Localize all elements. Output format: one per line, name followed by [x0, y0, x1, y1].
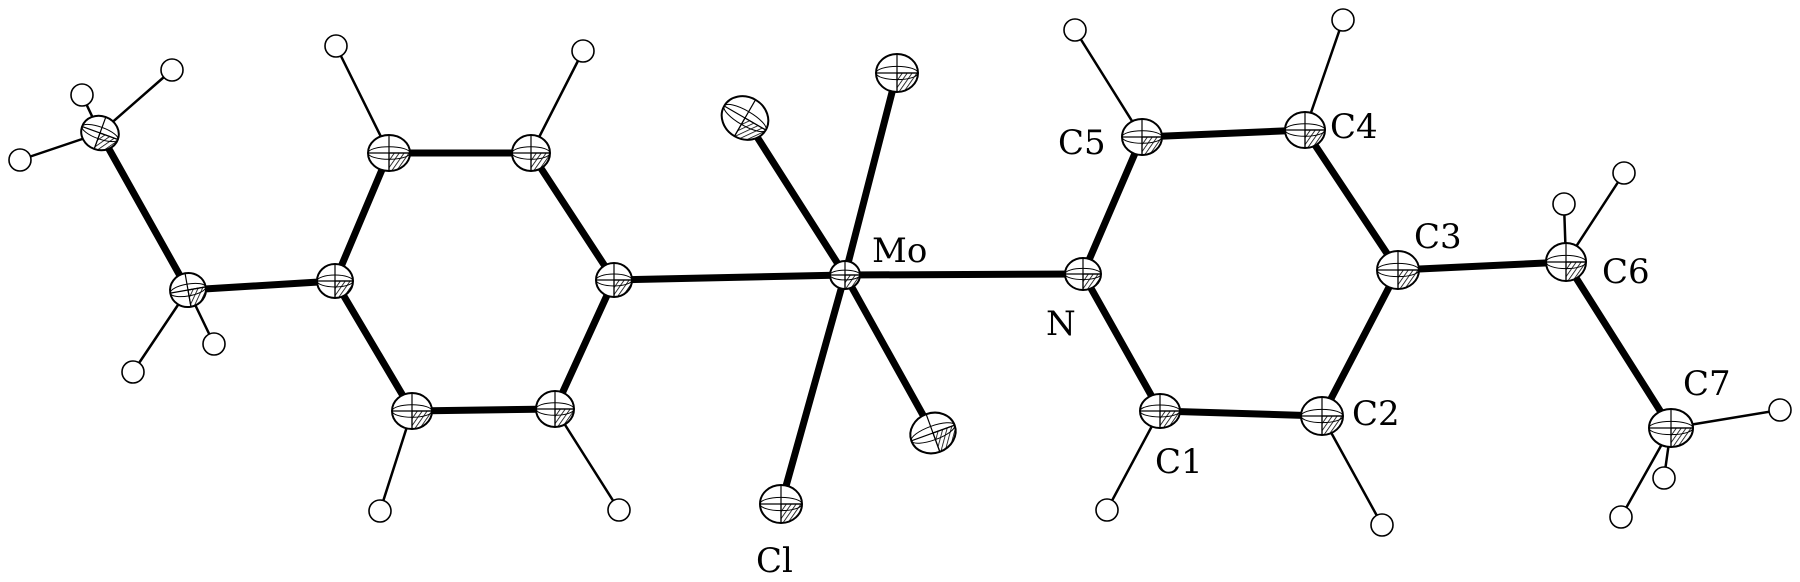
h-bond: [334, 44, 391, 155]
atom-c7: [1648, 408, 1694, 448]
hydrogen-atom: [8, 148, 32, 172]
bond-n-c5: [1079, 133, 1146, 278]
atom-c2: [1300, 396, 1344, 436]
atom-cl-top-right: [875, 53, 919, 93]
atom-mo: [829, 260, 861, 290]
hydrogen-atom: [1652, 466, 1676, 490]
hydrogen-atom: [121, 360, 145, 384]
atom-labels-group: Mo N Cl C1 C2 C3 C4 C5 C6 C7: [756, 107, 1731, 581]
bond-c6-c7: [1562, 258, 1675, 432]
hydrogen-atom: [1609, 505, 1633, 529]
atom-c-ring-left-bottom: [391, 392, 433, 430]
bond-c3-c6: [1394, 258, 1570, 274]
atom-c-ch2-left: [169, 271, 207, 309]
bond-ring-to-mo: [610, 271, 849, 284]
label-cl: Cl: [756, 541, 793, 581]
label-c6: C6: [1602, 252, 1650, 292]
hydrogen-atom: [1063, 18, 1087, 42]
bond-mo-n: [841, 270, 1087, 279]
bond-ring-left-4: [551, 276, 618, 413]
atom-c-ch3-left: [80, 114, 120, 152]
label-c3: C3: [1414, 217, 1462, 257]
label-c4: C4: [1330, 107, 1378, 147]
hydrogen-atom: [607, 498, 631, 522]
bond-ch2-ring-left: [184, 277, 339, 294]
atom-c-ring-left-para: [316, 263, 354, 299]
hydrogen-atom: [1612, 161, 1636, 185]
atom-c-ring-left-top-right: [511, 134, 551, 172]
hydrogen-atom: [202, 332, 226, 356]
atom-c5: [1121, 118, 1163, 156]
h-bond: [1073, 28, 1144, 139]
h-bond: [1303, 18, 1345, 132]
bond-c3-c2: [1318, 266, 1402, 420]
bond-ring-left-3: [527, 149, 618, 284]
bond-mo-cl-bottom-left: [777, 271, 849, 508]
hydrogen-atom: [1331, 8, 1355, 32]
label-c7: C7: [1683, 364, 1731, 404]
atom-c-ring-left-bottom-right: [535, 390, 575, 428]
atom-c-ring-left-ipso: [595, 262, 633, 298]
bond-ch3-ch2-left: [96, 129, 192, 294]
hydrogen-atom: [1552, 192, 1576, 216]
label-mo: Mo: [872, 231, 927, 271]
atom-cl-bottom-left: [759, 484, 803, 524]
atom-cl-bottom-right: [909, 411, 957, 455]
atom-c6: [1545, 242, 1587, 282]
hydrogen-atom: [70, 83, 94, 107]
label-n: N: [1046, 304, 1076, 344]
bond-c2-c1: [1156, 407, 1326, 420]
label-c1: C1: [1155, 442, 1203, 482]
hydrogen-atom: [1370, 513, 1394, 537]
hydrogen-atom: [571, 39, 595, 63]
atom-c-ring-left-top: [367, 134, 411, 172]
atom-n: [1064, 257, 1102, 291]
label-c2: C2: [1352, 394, 1400, 434]
label-c5: C5: [1058, 123, 1106, 163]
atom-cl-top-left: [720, 95, 770, 141]
h-bond: [1320, 414, 1384, 527]
hydrogen-atom: [1768, 398, 1792, 422]
bond-c5-c4: [1138, 126, 1309, 141]
bond-mo-cl-top-left: [741, 114, 849, 279]
heavy-atoms-group: [80, 53, 1694, 524]
hydrogen-atom: [368, 499, 392, 523]
hydrogen-atom: [1095, 498, 1119, 522]
bonds-group: [96, 69, 1675, 508]
bond-ring-left-5: [408, 405, 559, 415]
atom-c1: [1139, 393, 1181, 429]
atom-c3: [1376, 250, 1420, 290]
bond-mo-cl-bottom-right: [841, 271, 937, 437]
bond-c1-n: [1079, 270, 1164, 415]
h-bond: [553, 407, 621, 512]
bond-c4-c3: [1301, 126, 1402, 274]
h-bond: [1105, 409, 1162, 512]
hydrogen-atoms-group: [8, 8, 1792, 537]
atom-c4: [1284, 111, 1326, 149]
hydrogen-atom: [160, 58, 184, 82]
hydrogen-atom: [324, 34, 348, 58]
bond-mo-cl-top-right: [841, 69, 901, 279]
bond-ring-left-1: [331, 149, 393, 285]
bond-ring-left-6: [331, 277, 416, 415]
